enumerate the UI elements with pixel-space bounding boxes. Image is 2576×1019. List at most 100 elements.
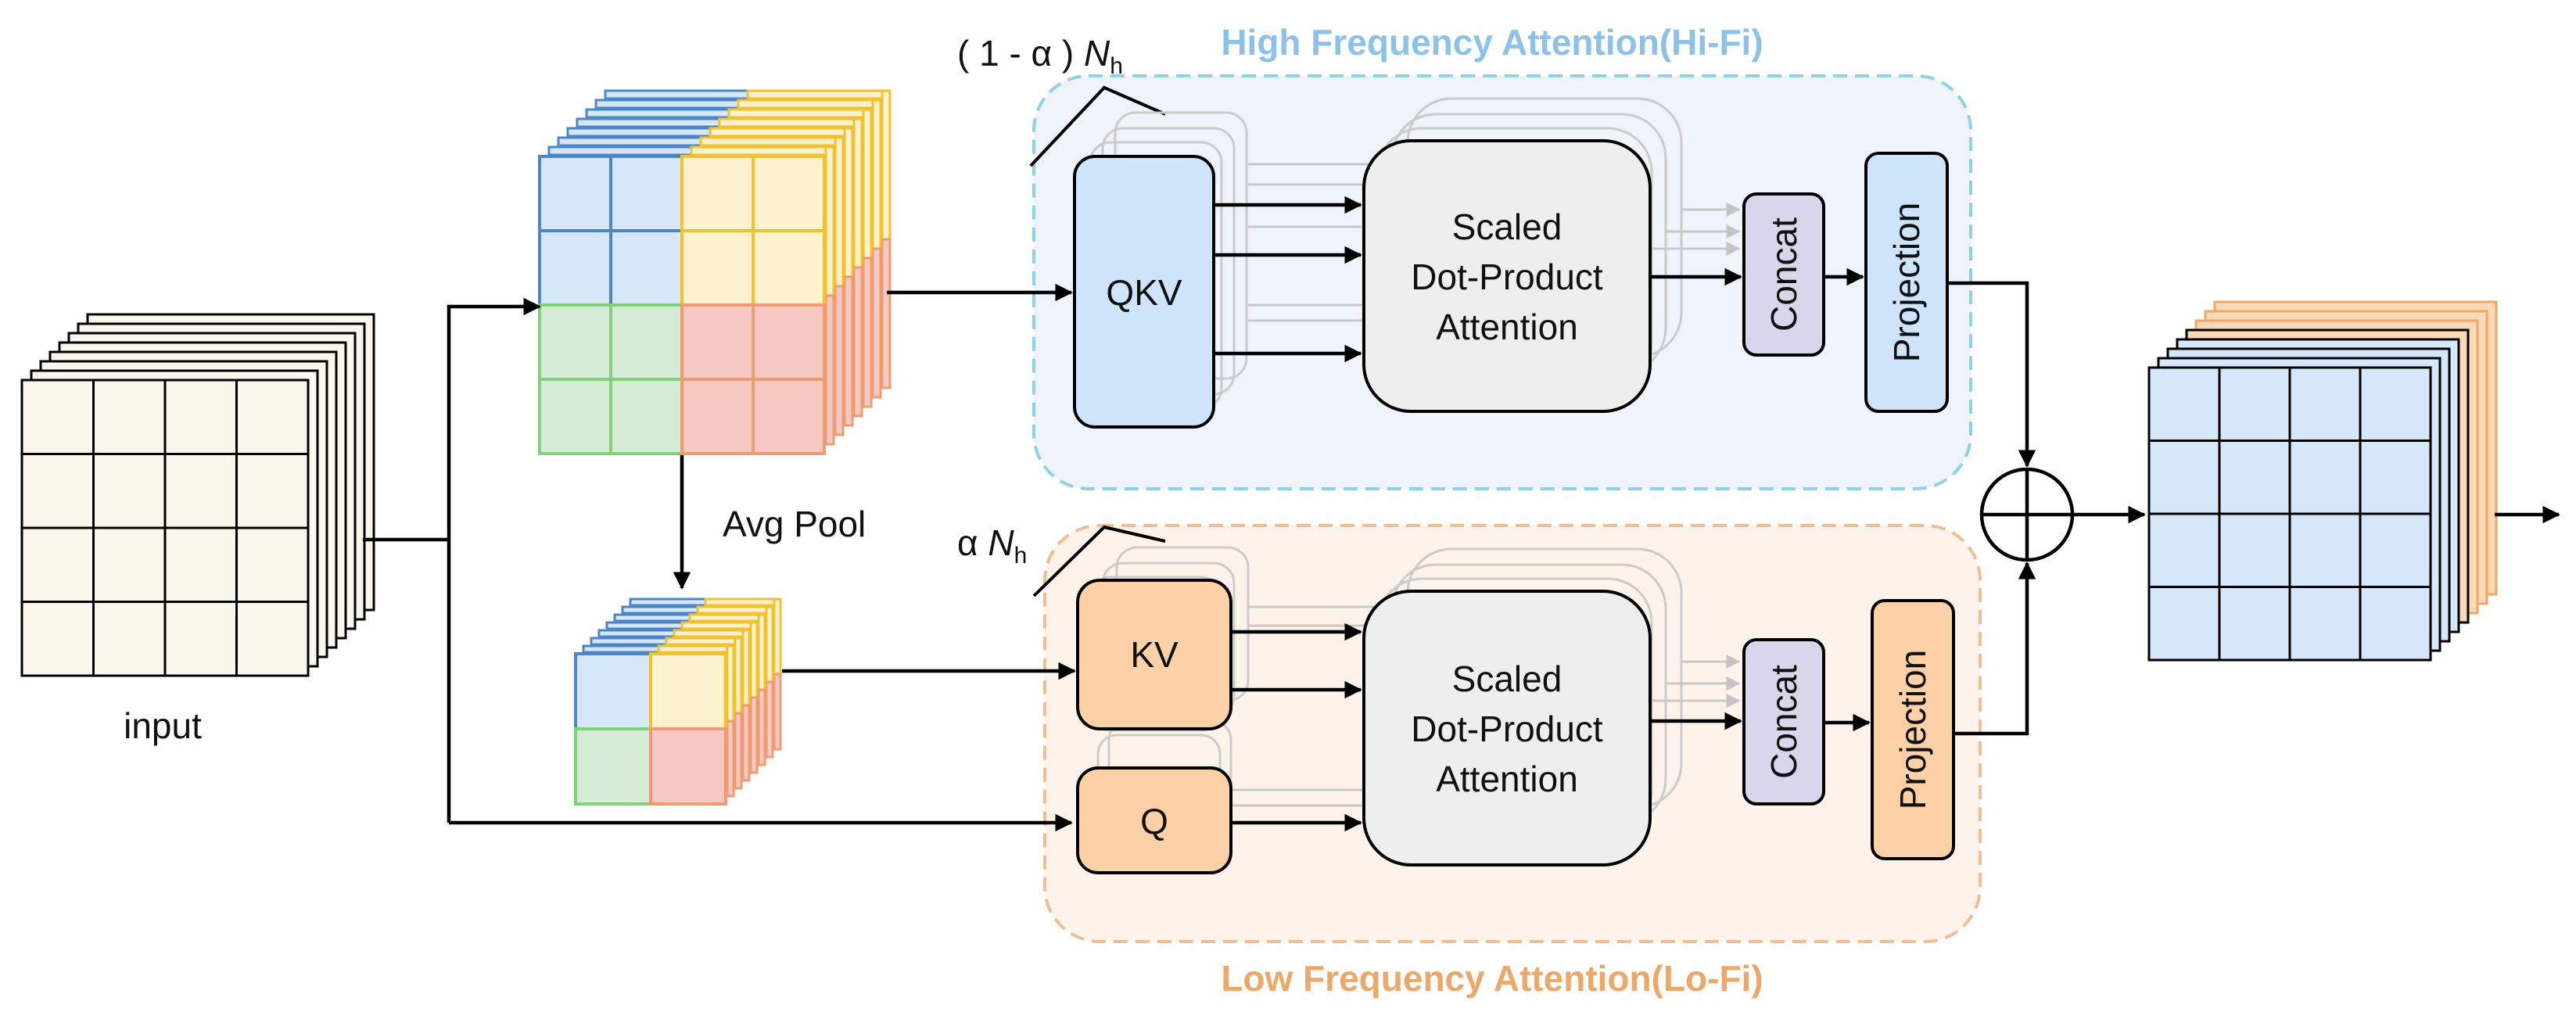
avg-pool-label: Avg Pool: [723, 504, 866, 544]
pm-layer-side-red: [757, 688, 766, 766]
pm-layer-side-red: [734, 712, 743, 790]
feature-map-stack: [538, 89, 892, 455]
input-label: input: [124, 705, 202, 746]
pm-layer-side-yellow: [726, 644, 735, 723]
pooled-map-stack: [574, 597, 782, 806]
pm-layer-side-red: [749, 696, 759, 774]
fm-layer-side-yellow: [843, 127, 854, 278]
svg-text:Concat: Concat: [1763, 665, 1804, 779]
elementwise-sum-node: [1979, 467, 2075, 562]
svg-text:Attention: Attention: [1436, 759, 1578, 799]
output-tensor-stack: [2147, 300, 2498, 662]
pm-layer-side-red: [726, 719, 735, 798]
hi-heads-label: ( 1 - α ) Nh: [957, 33, 1123, 79]
attention-block-hifi: Scaled Dot-Product Attention: [1362, 139, 1652, 413]
pool-red: [649, 727, 727, 806]
pm-layer-side-red: [741, 704, 751, 782]
connectors: [363, 196, 2560, 832]
lo-heads-label: α Nh: [957, 522, 1027, 569]
pm-layer-top-yellow: [704, 597, 782, 607]
pm-layer-top-blue: [582, 644, 660, 654]
fm-layer-top-yellow: [737, 99, 882, 109]
svg-text:Dot-Product: Dot-Product: [1411, 257, 1603, 297]
svg-text:Concat: Concat: [1763, 217, 1804, 332]
svg-text:KV: KV: [1130, 634, 1179, 675]
projection-block-lofi: Projection: [1871, 599, 1955, 860]
svg-text:QKV: QKV: [1106, 272, 1182, 313]
pm-layer-top-yellow: [688, 613, 766, 623]
attention-block-lofi: Scaled Dot-Product Attention: [1362, 590, 1652, 867]
fm-layer-side-yellow: [834, 136, 845, 288]
pm-layer-top-yellow: [665, 637, 743, 646]
projection-block-hifi: Projection: [1864, 152, 1949, 413]
concat-block-hifi: Concat: [1742, 192, 1825, 357]
red-grid: [680, 303, 826, 455]
pooled-map-layers: [582, 597, 782, 798]
qkv-block: QKV: [1073, 155, 1215, 429]
feature-map-layers: [547, 89, 892, 446]
input-grid: [22, 380, 308, 676]
lo-heads-bracket: [1032, 525, 1166, 597]
pm-layer-top-yellow: [657, 644, 735, 654]
pm-layer-side-yellow: [773, 597, 782, 676]
feature-map-front: [538, 155, 826, 455]
svg-text:Dot-Product: Dot-Product: [1411, 709, 1603, 749]
pool-blue: [574, 652, 652, 730]
pm-layer-top-yellow: [680, 621, 759, 630]
fm-layer-top-yellow: [727, 108, 873, 119]
fm-layer-top-yellow: [699, 136, 845, 147]
fm-layer-side-red: [824, 294, 835, 446]
svg-text:Projection: Projection: [1893, 650, 1933, 810]
pm-layer-side-yellow: [749, 621, 759, 699]
svg-text:Q: Q: [1140, 801, 1168, 841]
input-tensor-stack: [20, 313, 375, 677]
pm-layer-top-blue: [597, 629, 676, 638]
fm-layer-top-blue: [585, 108, 730, 119]
fm-layer-side-yellow: [852, 117, 863, 269]
pm-layer-side-yellow: [734, 637, 743, 715]
kv-block: KV: [1076, 579, 1232, 730]
pm-layer-top-blue: [590, 637, 668, 646]
fm-layer-top-yellow: [718, 117, 863, 128]
fm-layer-side-red: [862, 257, 873, 408]
hi-heads-bracket: [1029, 85, 1166, 167]
pm-layer-top-yellow: [696, 605, 774, 615]
svg-text:Scaled: Scaled: [1452, 206, 1562, 247]
fm-layer-top-blue: [566, 127, 712, 138]
pm-layer-side-yellow: [765, 605, 774, 684]
fm-layer-top-yellow: [690, 145, 835, 156]
pool-green: [574, 727, 652, 806]
pm-layer-side-yellow: [757, 613, 766, 691]
pm-layer-side-red: [765, 680, 774, 759]
pool-yellow: [649, 652, 727, 730]
fm-layer-top-yellow: [709, 127, 854, 138]
svg-text:Projection: Projection: [1886, 203, 1927, 363]
fm-layer-top-blue: [604, 89, 749, 100]
fm-layer-side-yellow: [824, 145, 835, 297]
fm-layer-top-blue: [557, 136, 702, 147]
q-block: Q: [1076, 766, 1232, 874]
output-grid: [2149, 368, 2431, 660]
fm-layer-top-blue: [594, 99, 740, 109]
lofi-title: Low Frequency Attention(Lo-Fi): [1221, 958, 1763, 999]
pooled-map-front: [574, 652, 727, 806]
fm-layer-top-blue: [576, 117, 721, 128]
fm-layer-top-blue: [547, 145, 693, 156]
hifi-title: High Frequency Attention(Hi-Fi): [1221, 22, 1763, 63]
fm-layer-top-yellow: [746, 89, 892, 100]
svg-text:Scaled: Scaled: [1452, 658, 1562, 699]
fm-layer-side-yellow: [871, 99, 882, 250]
pm-layer-top-blue: [621, 605, 699, 615]
fm-layer-side-red: [834, 285, 845, 436]
pm-layer-top-blue: [629, 597, 707, 607]
fm-layer-side-red: [852, 266, 863, 418]
pm-layer-top-blue: [605, 621, 683, 630]
concat-block-lofi: Concat: [1742, 638, 1825, 806]
fm-layer-side-red: [871, 247, 882, 399]
fm-layer-side-yellow: [881, 89, 892, 241]
fm-layer-side-red: [843, 275, 854, 427]
pm-layer-side-yellow: [741, 629, 751, 707]
pm-layer-top-blue: [613, 613, 691, 623]
svg-text:Attention: Attention: [1436, 307, 1578, 347]
